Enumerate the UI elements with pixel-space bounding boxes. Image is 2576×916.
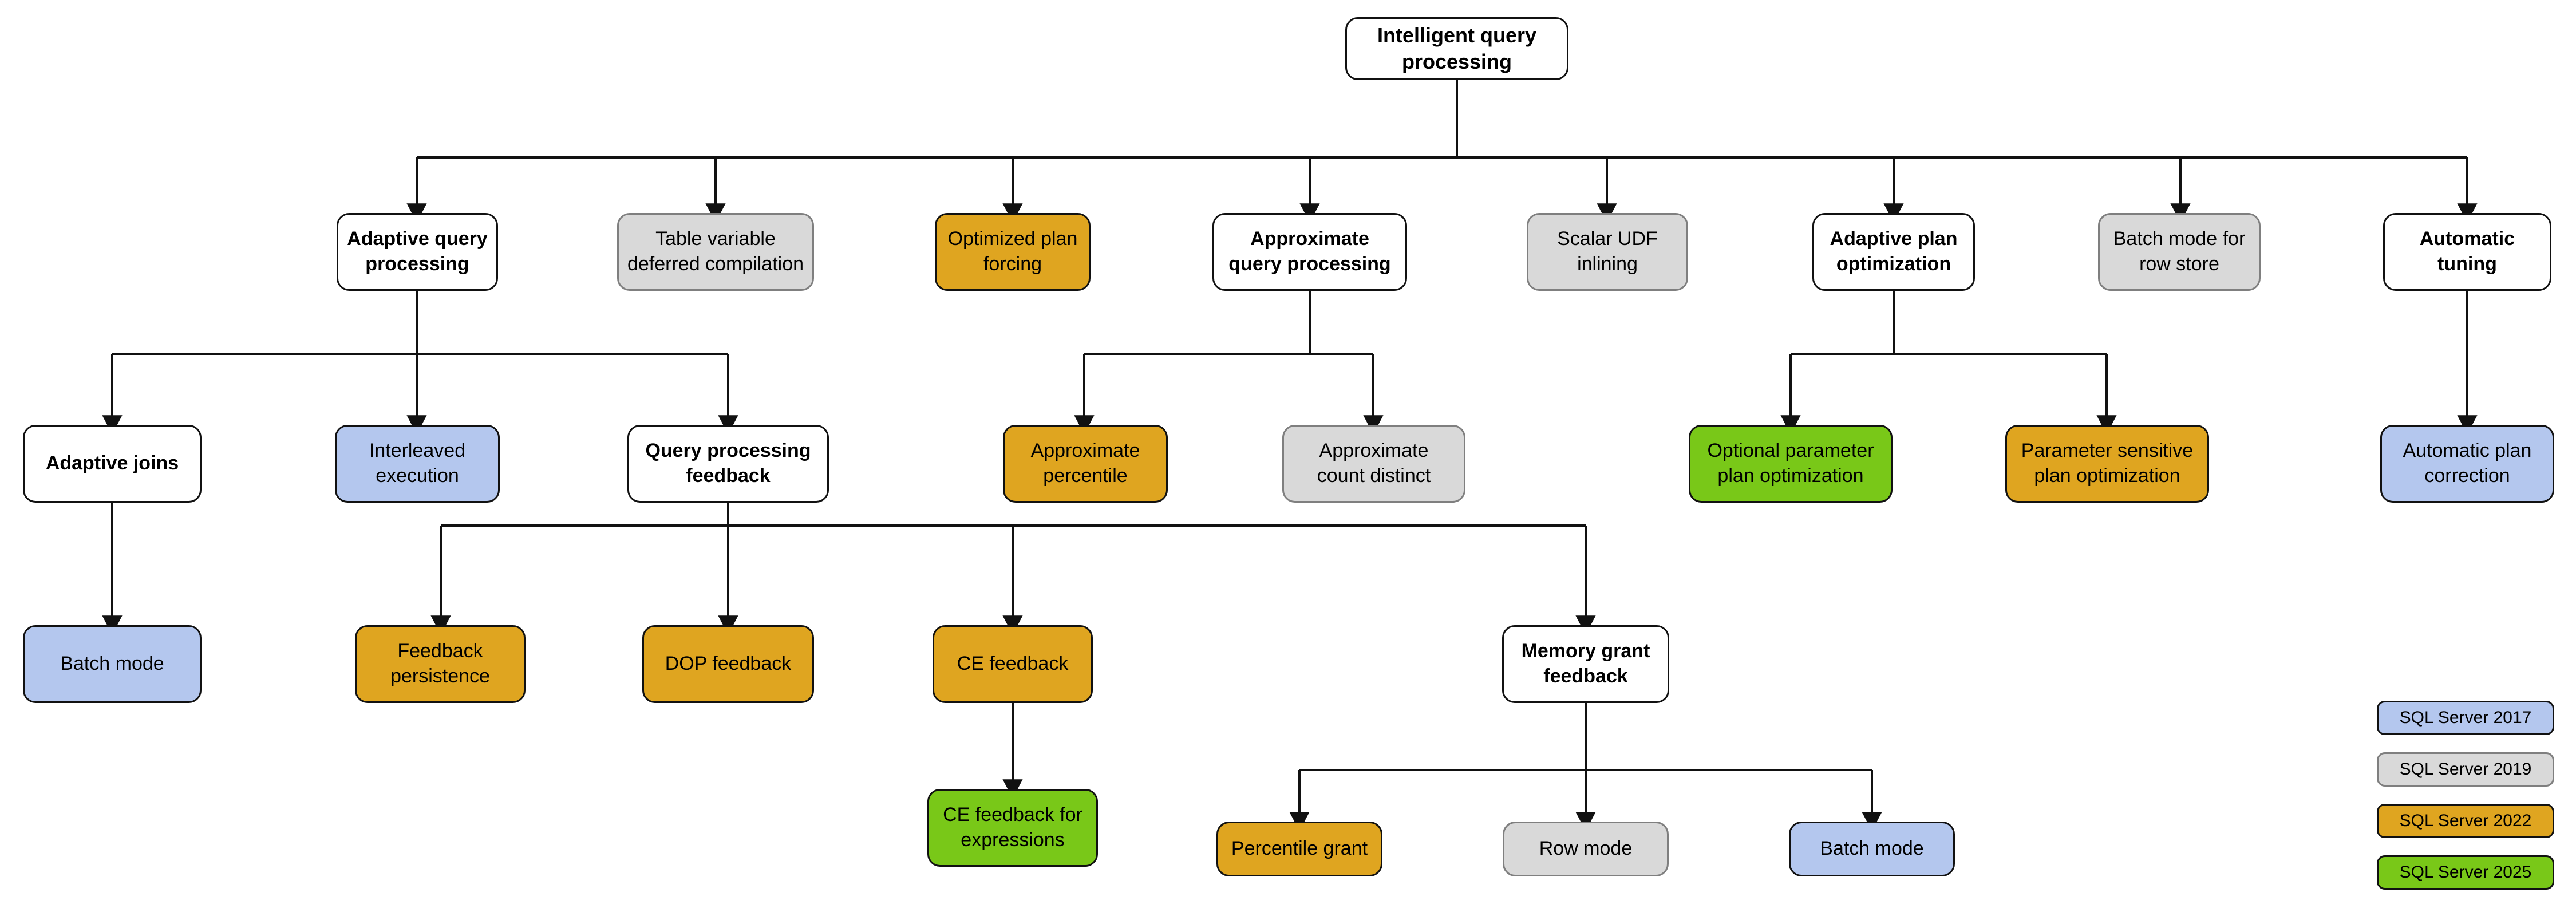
node-parameter-sensitive-plan-optimization[interactable]: Parameter sensitive plan optimization [2005,425,2209,503]
node-approximate-query-processing[interactable]: Approximate query processing [1212,213,1407,291]
legend-item-sql-server-2017[interactable]: SQL Server 2017 [2377,701,2554,735]
node-query-processing-feedback[interactable]: Query processing feedback [627,425,829,503]
node-root[interactable]: Intelligent query processing [1345,17,1568,80]
node-feedback-persistence[interactable]: Feedback persistence [355,625,526,703]
node-automatic-tuning[interactable]: Automatic tuning [2383,213,2551,291]
node-memory-grant-feedback[interactable]: Memory grant feedback [1502,625,1669,703]
node-batch-mode-memory-grant[interactable]: Batch mode [1789,822,1955,876]
node-dop-feedback[interactable]: DOP feedback [642,625,814,703]
node-scalar-udf-inlining[interactable]: Scalar UDF inlining [1527,213,1688,291]
node-automatic-plan-correction[interactable]: Automatic plan correction [2380,425,2554,503]
node-batch-mode-adaptive-joins[interactable]: Batch mode [23,625,202,703]
node-row-mode[interactable]: Row mode [1503,822,1669,876]
node-ce-feedback[interactable]: CE feedback [933,625,1093,703]
node-approximate-count-distinct[interactable]: Approximate count distinct [1282,425,1465,503]
node-batch-mode-for-row-store[interactable]: Batch mode for row store [2098,213,2261,291]
node-percentile-grant[interactable]: Percentile grant [1216,822,1382,876]
node-optional-parameter-plan-optimization[interactable]: Optional parameter plan optimization [1689,425,1893,503]
node-interleaved-execution[interactable]: Interleaved execution [335,425,500,503]
node-adaptive-plan-optimization[interactable]: Adaptive plan optimization [1812,213,1975,291]
legend-item-sql-server-2025[interactable]: SQL Server 2025 [2377,855,2554,890]
legend-item-sql-server-2019[interactable]: SQL Server 2019 [2377,752,2554,787]
node-table-variable-deferred-compilation[interactable]: Table variable deferred compilation [617,213,814,291]
node-adaptive-query-processing[interactable]: Adaptive query processing [337,213,498,291]
legend-item-sql-server-2022[interactable]: SQL Server 2022 [2377,804,2554,838]
node-optimized-plan-forcing[interactable]: Optimized plan forcing [935,213,1091,291]
node-ce-feedback-for-expressions[interactable]: CE feedback for expressions [927,789,1098,867]
node-approximate-percentile[interactable]: Approximate percentile [1003,425,1168,503]
node-adaptive-joins[interactable]: Adaptive joins [23,425,202,503]
